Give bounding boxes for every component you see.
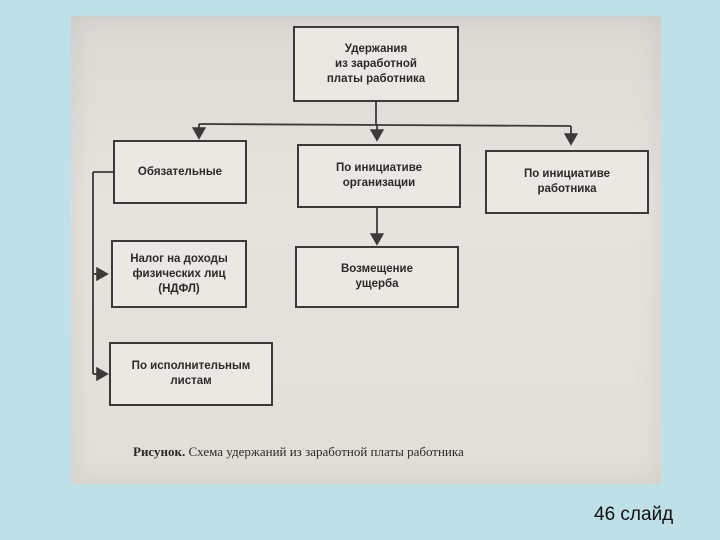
root-label: Удержания из заработной платы работника	[326, 42, 426, 85]
scanned-figure: Удержания из заработной платы работника …	[71, 16, 661, 484]
figure-caption: Рисунок. Схема удержаний из заработной п…	[133, 444, 653, 460]
organization-initiative-label: По инициативе организации	[335, 162, 423, 189]
mandatory-box: Обязательные	[113, 140, 247, 204]
damage-compensation-box: Возмещение ущерба	[295, 246, 459, 308]
connector-lines	[92, 102, 579, 382]
income-tax-label: Налог на доходы физических лиц (НДФЛ)	[130, 252, 228, 295]
slide-number: 46 слайд	[594, 504, 674, 525]
damage-compensation-label: Возмещение ущерба	[340, 263, 414, 290]
employee-initiative-label: По инициативе работника	[523, 168, 611, 195]
caption-text: Схема удержаний из заработной платы рабо…	[185, 444, 464, 459]
organization-initiative-box: По инициативе организации	[297, 144, 461, 208]
employee-initiative-box: По инициативе работника	[485, 150, 649, 214]
writs-of-execution-box: По исполнительным листам	[109, 342, 273, 406]
caption-prefix: Рисунок.	[133, 444, 186, 459]
bus-line	[198, 123, 572, 127]
mandatory-label: Обязательные	[137, 165, 223, 178]
writs-of-execution-label: По исполнительным листам	[131, 360, 251, 387]
root-box: Удержания из заработной платы работника	[293, 26, 459, 102]
income-tax-box: Налог на доходы физических лиц (НДФЛ)	[111, 240, 247, 308]
